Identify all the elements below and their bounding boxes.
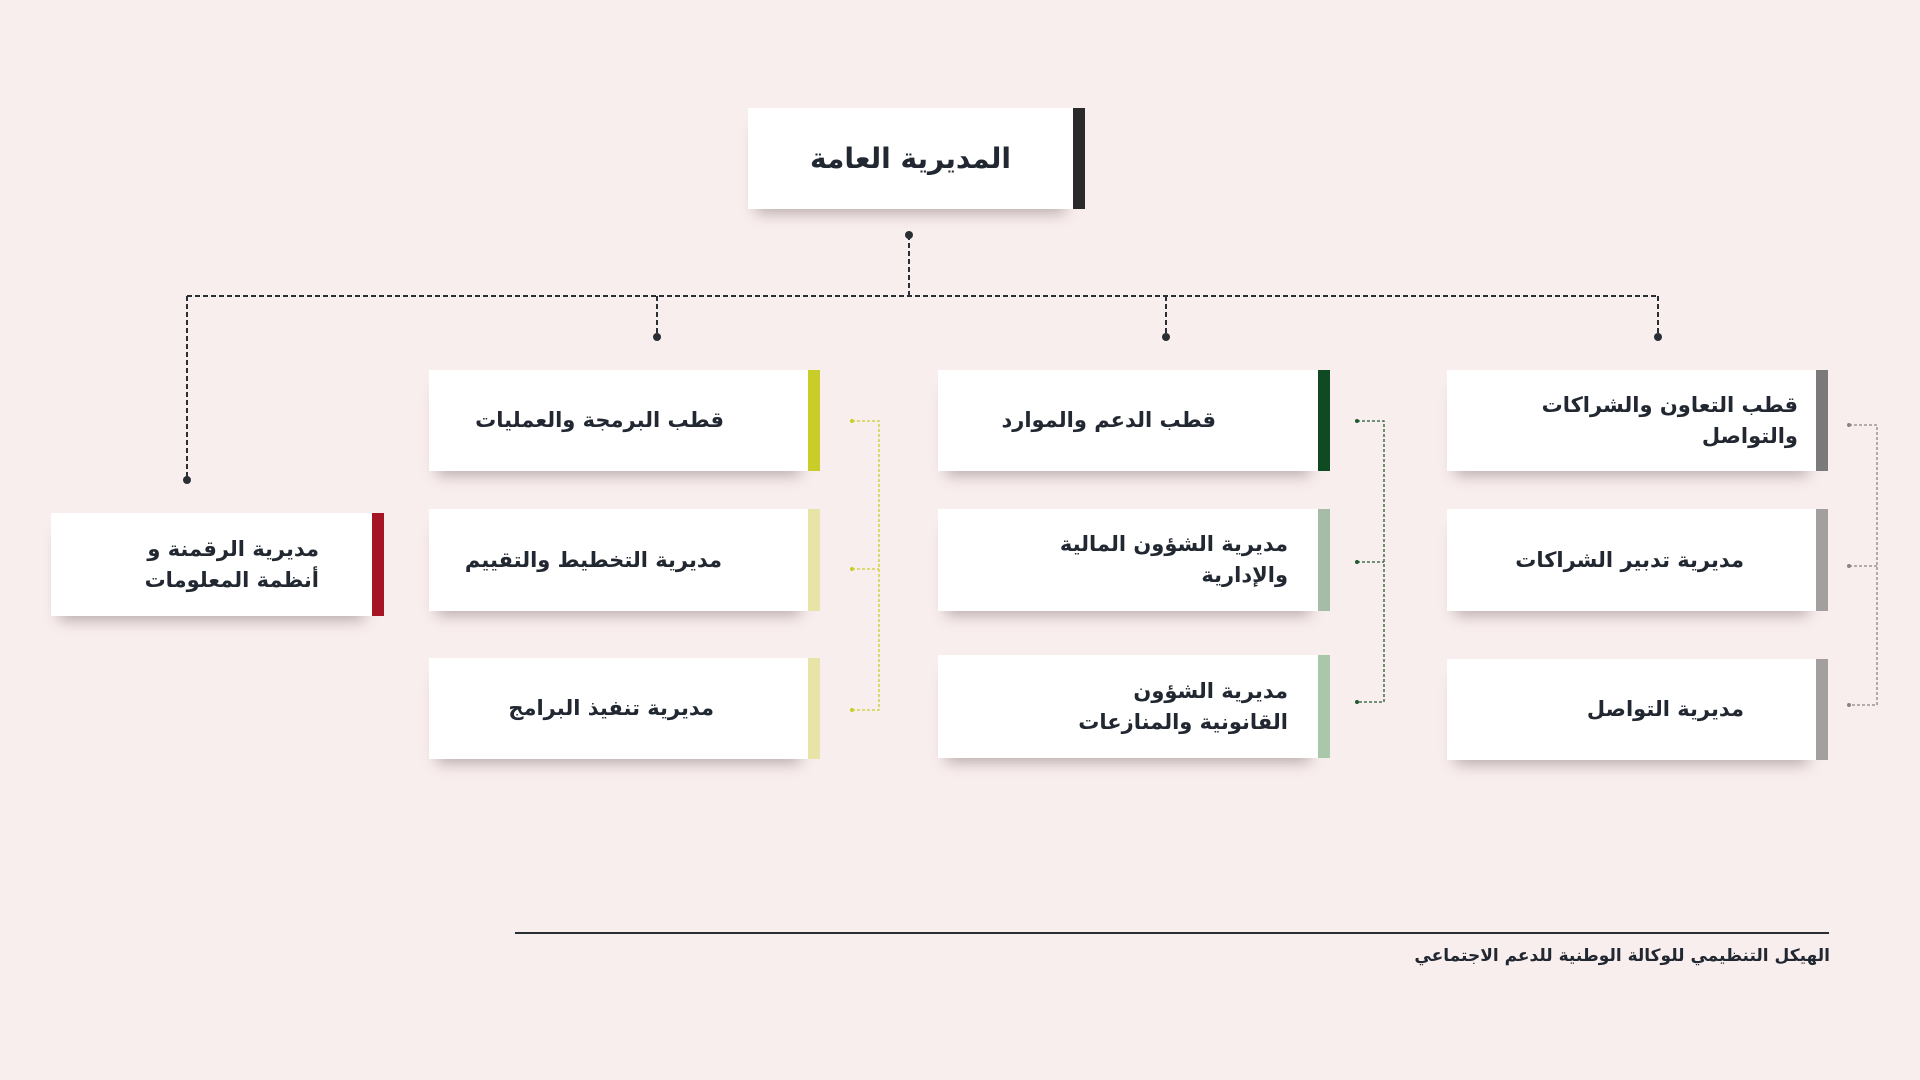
caption-divider: [515, 932, 1829, 934]
digital-directorate-box: مديرية الرقمنة و أنظمة المعلومات: [51, 513, 384, 616]
box-label: قطب التعاون والشراكات والتواصل: [1541, 392, 1798, 448]
legal-directorate-box: مديرية الشؤون القانونية والمنازعات: [938, 655, 1330, 758]
planning-directorate-box: مديرية التخطيط والتقييم: [429, 509, 820, 611]
box-label: مديرية تدبير الشراكات: [1515, 547, 1744, 572]
finance-admin-directorate-box: مديرية الشؤون المالية والإدارية: [938, 509, 1330, 611]
box-label: مديرية التواصل: [1586, 697, 1744, 721]
box-label: قطب الدعم والموارد: [1001, 408, 1216, 432]
box-label: مديرية التخطيط والتقييم: [464, 547, 722, 572]
partnerships-directorate-box: مديرية تدبير الشراكات: [1447, 509, 1828, 611]
cooperation-pole-box: قطب التعاون والشراكات والتواصل: [1447, 370, 1828, 471]
support-pole-box: قطب الدعم والموارد: [938, 370, 1330, 471]
program-execution-directorate-box: مديرية تنفيذ البرامج: [429, 658, 820, 759]
color-bar: [808, 658, 820, 759]
root-label: المديرية العامة: [810, 142, 1011, 175]
color-bar: [1318, 509, 1330, 611]
color-bar: [1816, 370, 1828, 471]
color-bar: [1318, 655, 1330, 758]
color-bar: [1816, 659, 1828, 760]
root-box-general-directorate: المديرية العامة: [748, 108, 1085, 209]
color-bar: [808, 370, 820, 471]
color-bar: [372, 513, 384, 616]
programming-pole-box: قطب البرمجة والعمليات: [429, 370, 820, 471]
box-label: مديرية تنفيذ البرامج: [508, 696, 714, 720]
color-bar: [1318, 370, 1330, 471]
chart-caption: الهيكل التنظيمي للوكالة الوطنية للدعم ال…: [1414, 946, 1830, 966]
color-bar: [1816, 509, 1828, 611]
box-label: مديرية الشؤون القانونية والمنازعات: [1078, 678, 1288, 734]
box-label: قطب البرمجة والعمليات: [475, 408, 724, 432]
color-bar: [808, 509, 820, 611]
box-label: مديرية الشؤون المالية والإدارية: [1059, 532, 1288, 587]
communication-directorate-box: مديرية التواصل: [1447, 659, 1828, 760]
root-color-bar: [1073, 108, 1085, 209]
box-label: مديرية الرقمنة و أنظمة المعلومات: [144, 536, 319, 592]
